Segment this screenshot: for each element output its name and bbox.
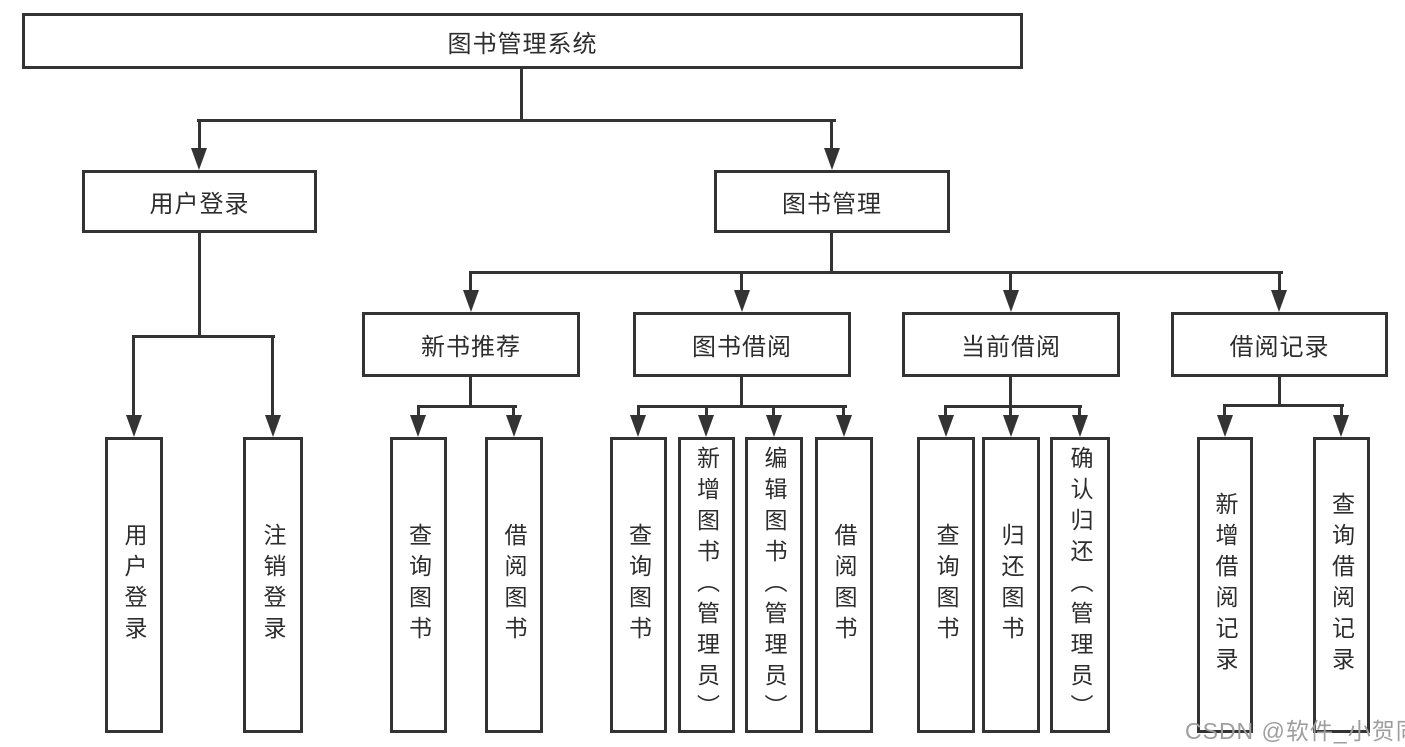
arrow-down-icon [191, 148, 207, 170]
connector-book-borrow-stem [740, 377, 743, 407]
csdn-watermark: CSDN @软件_小贺同学 [1185, 718, 1405, 744]
arrow-down-icon [630, 415, 646, 437]
leaf-logout: 注销登录 [243, 437, 303, 733]
arrow-down-icon [1072, 415, 1088, 437]
connector-drop [705, 405, 708, 419]
connector-book-borrow-bar [637, 405, 847, 408]
leaf-borrow-books: 借阅图书 [815, 437, 873, 733]
leaf-add-borrow-record: 新增借阅记录 [1197, 437, 1253, 733]
connector-book-management-stem [830, 233, 833, 273]
connector-drop [1223, 404, 1226, 419]
leaf-return-books: 归还图书 [982, 437, 1040, 733]
node-current-borrow-label: 当前借阅 [961, 334, 1061, 361]
connector-drop-borrow-records [1278, 271, 1281, 293]
leaf-recommend-borrow-books: 借阅图书 [485, 437, 543, 733]
arrow-down-icon [1003, 290, 1019, 312]
leaf-add-borrow-record-label: 新增借阅记录 [1212, 492, 1238, 678]
leaf-borrow-query-books-label: 查询图书 [625, 523, 652, 647]
arrow-down-icon [126, 415, 142, 437]
leaf-add-books-admin: 新增图书（管理员） [678, 437, 735, 733]
node-new-book-recommend-label: 新书推荐 [421, 334, 521, 361]
leaf-query-borrow-record: 查询借阅记录 [1313, 437, 1370, 733]
connector-drop [512, 405, 515, 419]
node-new-book-recommend: 新书推荐 [362, 312, 580, 377]
connector-root-bar [197, 119, 836, 122]
arrow-down-icon [824, 148, 840, 170]
node-book-borrow-label: 图书借阅 [692, 334, 792, 361]
leaf-add-books-admin-label: 新增图书（管理员） [693, 445, 720, 725]
connector-user-login-stem [198, 233, 201, 337]
connector-drop [772, 405, 775, 419]
leaf-confirm-return-admin-label: 确认归还（管理员） [1067, 445, 1093, 725]
leaf-edit-books-admin: 编辑图书（管理员） [745, 437, 803, 733]
node-user-login: 用户登录 [82, 170, 317, 233]
node-borrow-records: 借阅记录 [1171, 312, 1388, 377]
connector-borrow-records-stem [1278, 377, 1281, 406]
connector-drop-leaf-logout [271, 335, 274, 419]
leaf-edit-books-admin-label: 编辑图书（管理员） [761, 445, 787, 725]
node-current-borrow: 当前借阅 [902, 312, 1120, 377]
node-library-system-label: 图书管理系统 [447, 30, 598, 58]
arrow-down-icon [1003, 415, 1019, 437]
leaf-borrow-books-label: 借阅图书 [831, 523, 857, 647]
connector-drop-current-borrow [1009, 271, 1012, 293]
leaf-return-books-label: 归还图书 [998, 523, 1024, 647]
leaf-user-login: 用户登录 [105, 437, 163, 733]
connector-borrow-records-bar [1223, 404, 1344, 407]
connector-user-login-bar [132, 335, 275, 338]
connector-current-borrow-stem [1009, 377, 1012, 407]
arrow-down-icon [410, 415, 426, 437]
arrow-down-icon [1333, 415, 1349, 437]
arrow-down-icon [938, 415, 954, 437]
connector-drop [1340, 404, 1343, 419]
connector-new-book-recommend-bar [417, 405, 517, 408]
leaf-current-query-books: 查询图书 [917, 437, 975, 733]
leaf-recommend-query-books-label: 查询图书 [405, 523, 432, 647]
leaf-borrow-query-books: 查询图书 [610, 437, 667, 733]
leaf-logout-label: 注销登录 [260, 523, 286, 647]
node-book-management-label: 图书管理 [782, 191, 882, 218]
connector-drop [1009, 405, 1012, 419]
leaf-query-borrow-record-label: 查询借阅记录 [1328, 492, 1355, 678]
node-library-system: 图书管理系统 [22, 13, 1023, 69]
connector-book-management-bar [469, 271, 1283, 274]
connector-new-book-recommend-stem [469, 377, 472, 407]
connector-drop-leaf-user-login [132, 335, 135, 419]
leaf-recommend-query-books: 查询图书 [390, 437, 447, 733]
connector-root-stem [520, 69, 523, 121]
arrow-down-icon [766, 415, 782, 437]
arrow-down-icon [1271, 290, 1287, 312]
connector-drop-book-borrow [740, 271, 743, 293]
arrow-down-icon [265, 415, 281, 437]
leaf-recommend-borrow-books-label: 借阅图书 [501, 523, 527, 647]
connector-drop [842, 405, 845, 419]
connector-drop [417, 405, 420, 419]
arrow-down-icon [698, 415, 714, 437]
leaf-confirm-return-admin: 确认归还（管理员） [1050, 437, 1110, 733]
connector-drop [944, 405, 947, 419]
arrow-down-icon [463, 290, 479, 312]
connector-drop-book-management [830, 119, 833, 151]
connector-drop [637, 405, 640, 419]
arrow-down-icon [1217, 415, 1233, 437]
node-book-management: 图书管理 [714, 170, 950, 233]
leaf-current-query-books-label: 查询图书 [933, 523, 959, 647]
arrow-down-icon [734, 290, 750, 312]
connector-drop-new-book-recommend [469, 271, 472, 293]
node-user-login-label: 用户登录 [149, 191, 250, 218]
node-borrow-records-label: 借阅记录 [1229, 334, 1330, 361]
connector-drop-user-login [198, 119, 201, 151]
arrow-down-icon [836, 415, 852, 437]
leaf-user-login-label: 用户登录 [121, 523, 147, 647]
node-book-borrow: 图书借阅 [633, 312, 851, 377]
connector-current-borrow-bar [944, 405, 1082, 408]
arrow-down-icon [506, 415, 522, 437]
connector-drop [1078, 405, 1081, 419]
